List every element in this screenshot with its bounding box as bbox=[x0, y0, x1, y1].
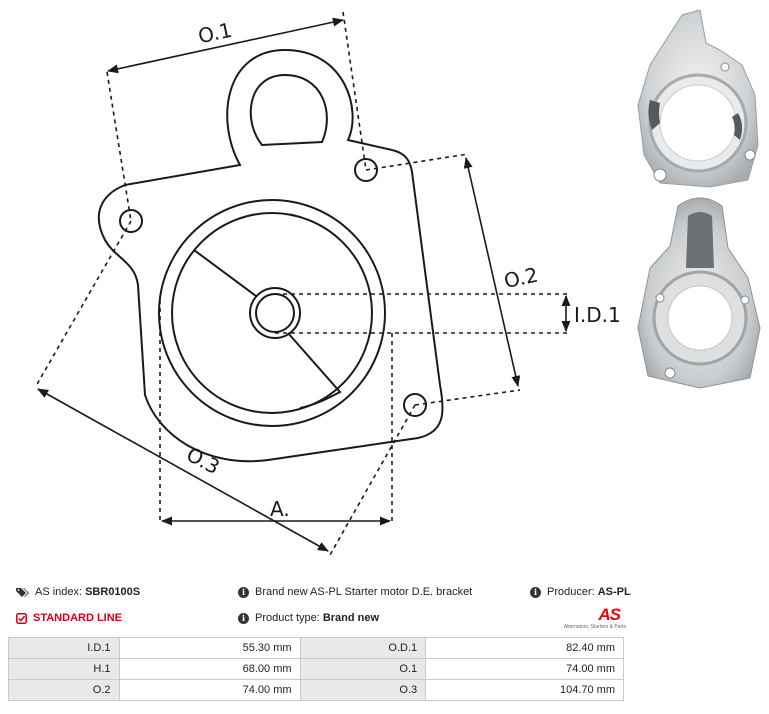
tags-icon bbox=[16, 587, 29, 598]
line-label: STANDARD LINE bbox=[33, 612, 123, 624]
description: i Brand new AS-PL Starter motor D.E. bra… bbox=[238, 586, 472, 598]
spec-label: H.1 bbox=[8, 658, 120, 680]
product-type-value: Brand new bbox=[322, 612, 380, 624]
info-circle-icon: i bbox=[238, 586, 249, 598]
mount-hole-left bbox=[119, 209, 143, 233]
table-row: I.D.1 55.30 mm O.D.1 82.40 mm bbox=[8, 637, 624, 659]
hub-outer bbox=[249, 287, 301, 339]
specs-table: I.D.1 55.30 mm O.D.1 82.40 mm H.1 68.00 … bbox=[8, 637, 624, 701]
product-type-label: Product type: bbox=[255, 612, 320, 624]
hub-inner bbox=[255, 293, 295, 333]
spec-label: O.1 bbox=[299, 658, 427, 680]
logo-mark: AS bbox=[598, 605, 621, 624]
as-index-label: AS index: bbox=[35, 586, 83, 598]
spec-value: 74.00 mm bbox=[118, 679, 301, 701]
bracket-photo-back bbox=[630, 188, 765, 393]
product-info: AS index: SBR0100S STANDARD LINE i Brand… bbox=[0, 582, 769, 642]
spec-value: 74.00 mm bbox=[425, 658, 624, 680]
producer-label: Producer: bbox=[547, 586, 595, 598]
sector-wedge bbox=[193, 249, 342, 409]
label-a: A. bbox=[270, 497, 290, 521]
inner-bore bbox=[171, 212, 373, 414]
spec-value: 55.30 mm bbox=[118, 637, 301, 659]
lug-window bbox=[249, 73, 328, 147]
standard-line: STANDARD LINE bbox=[16, 612, 122, 624]
label-o2: O.2 bbox=[502, 263, 540, 294]
spec-value: 82.40 mm bbox=[425, 637, 624, 659]
info-circle-icon: i bbox=[530, 586, 541, 598]
producer: i Producer: AS-PL bbox=[530, 586, 631, 598]
table-row: O.2 74.00 mm O.3 104.70 mm bbox=[8, 679, 624, 701]
bracket-photo-front bbox=[630, 5, 765, 190]
spec-label: O.D.1 bbox=[299, 637, 427, 659]
product-type: i Product type: Brand new bbox=[238, 612, 379, 624]
description-text: Brand new AS-PL Starter motor D.E. brack… bbox=[255, 586, 473, 598]
dim-o1 bbox=[106, 17, 345, 74]
mount-hole-bottom bbox=[403, 393, 427, 417]
technical-drawing: O.1 O.2 O.3 A. I.D.1 bbox=[35, 11, 620, 556]
producer-value: AS-PL bbox=[597, 586, 631, 598]
checkbox-icon bbox=[16, 612, 27, 624]
dim-o2 bbox=[463, 156, 521, 388]
as-pl-logo: AS Alternators, Starters & Parts bbox=[560, 605, 626, 635]
spec-label: O.3 bbox=[299, 679, 427, 701]
mount-hole-top bbox=[354, 158, 378, 182]
spec-label: I.D.1 bbox=[8, 637, 120, 659]
outer-bore bbox=[158, 199, 386, 427]
spec-value: 68.00 mm bbox=[118, 658, 301, 680]
label-id1: I.D.1 bbox=[574, 303, 620, 327]
dim-o3 bbox=[37, 388, 329, 552]
table-row: H.1 68.00 mm O.1 74.00 mm bbox=[8, 658, 624, 680]
as-index-value: SBR0100S bbox=[85, 586, 141, 598]
logo-tagline: Alternators, Starters & Parts bbox=[563, 624, 626, 630]
as-index: AS index: SBR0100S bbox=[16, 586, 140, 598]
bracket-outline bbox=[97, 48, 444, 463]
info-circle-icon: i bbox=[238, 612, 249, 624]
label-o1: O.1 bbox=[196, 18, 234, 49]
spec-value: 104.70 mm bbox=[425, 679, 624, 701]
spec-label: O.2 bbox=[8, 679, 120, 701]
